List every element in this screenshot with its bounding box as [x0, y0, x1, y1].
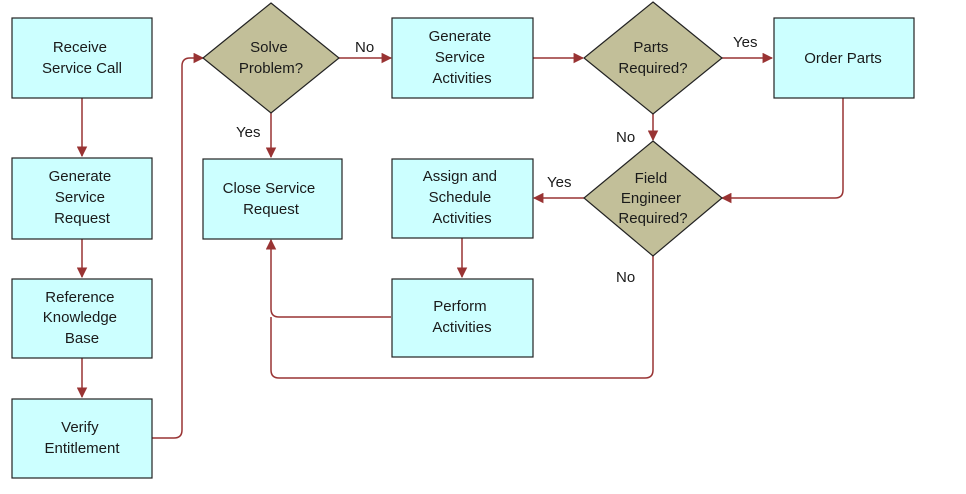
label-solve-no: No — [355, 39, 374, 56]
svg-text:Generate Service R: Generate Service Request — [49, 168, 116, 227]
process-receive-call: Receive Service Call — [11, 17, 153, 99]
svg-text:Assign and Schedule: Assign and Schedule Activities — [423, 168, 501, 227]
process-close-request: Close Service Request — [202, 158, 343, 240]
edge-engineer-no — [270, 256, 654, 379]
svg-text:Parts Required?: Parts Required? — [618, 39, 687, 77]
label-engineer-no: No — [616, 269, 635, 286]
svg-text:Verify Entitlement: Verify Entitlement — [44, 419, 120, 457]
svg-text:Close Service Request: Close Service Request — [223, 180, 320, 218]
edge-labels: No Yes Yes No Yes No — [236, 34, 757, 286]
svg-text:Solve Problem?: Solve Problem? — [239, 39, 303, 77]
connectors — [76, 52, 844, 439]
label-parts-no: No — [616, 129, 635, 146]
process-perform-activities: Perform Activities — [391, 278, 534, 358]
edge-verify-to-solve — [152, 52, 205, 439]
decision-parts-required: Parts Required? — [583, 1, 723, 115]
edge-perform-to-close — [265, 238, 391, 318]
svg-text:Field Engineer Req: Field Engineer Required? — [618, 170, 687, 227]
process-order-parts: Order Parts — [773, 17, 915, 99]
process-reference-kb: Reference Knowledge Base — [11, 278, 153, 359]
process-generate-request: Generate Service Request — [11, 157, 153, 240]
svg-text:Order Parts: Order Parts — [804, 50, 882, 67]
label-engineer-yes: Yes — [547, 174, 571, 191]
process-verify-entitlement: Verify Entitlement — [11, 398, 153, 479]
decision-field-engineer: Field Engineer Required? — [583, 140, 723, 257]
decision-solve-problem: Solve Problem? — [202, 2, 340, 114]
process-generate-activities: Generate Service Activities — [391, 17, 534, 99]
process-assign-schedule: Assign and Schedule Activities — [391, 158, 534, 239]
svg-text:Generate Service A: Generate Service Activities — [429, 28, 496, 87]
svg-text:Reference Knowledge: Reference Knowledge Base — [43, 289, 121, 347]
edge-order-to-engineer — [720, 98, 844, 204]
svg-text:Perform Activities: Perform Activities — [432, 298, 491, 336]
label-solve-yes: Yes — [236, 124, 260, 141]
svg-text:Receive Service Call: Receive Service Call — [42, 39, 122, 77]
label-parts-yes: Yes — [733, 34, 757, 51]
